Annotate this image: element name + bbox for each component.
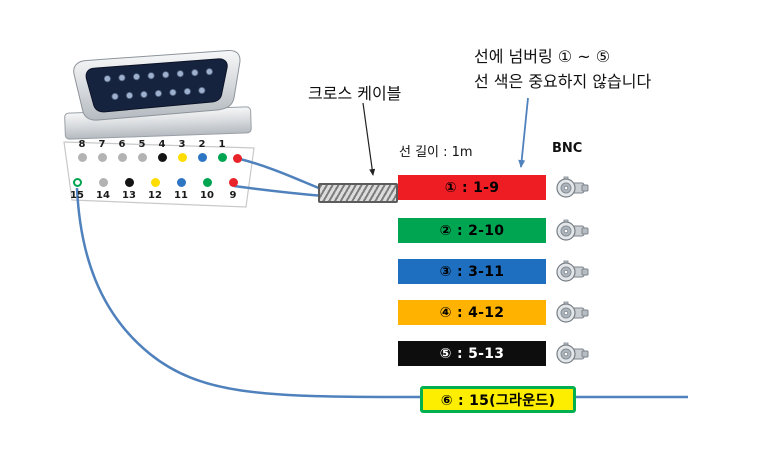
pin-number: 5: [138, 139, 146, 150]
numbering-note-line2: 선 색은 중요하지 않습니다: [474, 72, 652, 91]
bnc-connector-icon: [556, 219, 589, 241]
pin-dot: [117, 153, 127, 162]
pin-top-5: 5: [132, 139, 152, 162]
pin-number: 7: [98, 139, 106, 150]
pin-bottom-9: 9: [220, 178, 246, 201]
numbering-note-pointer-arrow: [518, 97, 529, 168]
pin-number: 9: [229, 190, 237, 201]
wire-bar-label: ③ : 3-11: [439, 263, 505, 280]
wire-line-ground-pin15: [75, 187, 688, 399]
pin-number: 14: [96, 190, 110, 201]
wire-bar-2: ② : 2-10: [398, 218, 546, 243]
bnc-connector-icon: [556, 260, 589, 282]
pin-top-6: 6: [112, 139, 132, 162]
wire-bar-label: ② : 2-10: [439, 222, 505, 239]
pin-dot: [197, 153, 207, 162]
pin-dot: [124, 178, 134, 187]
wire-bar-1: ① : 1-9: [398, 175, 546, 200]
pin-top-7: 7: [92, 139, 112, 162]
wire-bar-6-ground: ⑥ : 15(그라운드): [420, 386, 576, 413]
pin-dot: [97, 153, 107, 162]
wire-bar-5: ⑤ : 5-13: [398, 341, 546, 366]
pin-dot-ground: [72, 178, 82, 187]
pin-top-1: 1: [212, 139, 232, 162]
pin-edge-dot: [233, 154, 242, 163]
wire-bar-label: ④ : 4-12: [439, 304, 505, 321]
wire-bar-label: ⑥ : 15(그라운드): [440, 392, 556, 409]
pin-bottom-11: 11: [168, 178, 194, 201]
pin-dot: [150, 178, 160, 187]
pin-top-4: 4: [152, 139, 172, 162]
numbering-note: 선에 넘버링 ① ~ ⑤ 선 색은 중요하지 않습니다: [474, 44, 651, 94]
pin-dot: [202, 178, 212, 187]
pin-dot: [177, 153, 187, 162]
pin-top-8: 8: [72, 139, 92, 162]
pin-row-top: 8 7 6 5 4 3 2 1: [72, 139, 232, 162]
pin-number: 1: [218, 139, 226, 150]
pin-dot: [176, 178, 186, 187]
pin-number: 4: [158, 139, 166, 150]
pin-number: 13: [122, 190, 136, 201]
pin-number: 6: [118, 139, 126, 150]
bnc-connector-icon: [556, 176, 589, 198]
pin-bottom-14: 14: [90, 178, 116, 201]
wire-bar-3: ③ : 3-11: [398, 259, 546, 284]
bnc-connector-icon: [556, 301, 589, 323]
pin-top-3: 3: [172, 139, 192, 162]
pin-number: 12: [148, 190, 162, 201]
pin-number: 15: [70, 190, 84, 201]
pin-dot: [217, 153, 227, 162]
pin-dot: [157, 153, 167, 162]
pin-number: 2: [198, 139, 206, 150]
pin-dot: [228, 178, 238, 187]
cross-cable-label: 크로스 케이블: [308, 84, 402, 103]
pin-dot: [137, 153, 147, 162]
pin-dot: [98, 178, 108, 187]
pin-dot: [77, 153, 87, 162]
cross-cable-pointer-arrow: [362, 102, 376, 176]
pin-top-2: 2: [192, 139, 212, 162]
wire-line-pin9-to-cable: [233, 184, 325, 198]
pin-number: 8: [78, 139, 86, 150]
db15-connector-image: [64, 49, 252, 140]
connector-pin-holes: [103, 68, 213, 100]
wire-length-label: 선 길이 : 1m: [399, 145, 473, 160]
pin-bottom-13: 13: [116, 178, 142, 201]
pin-bottom-15: 15: [64, 178, 90, 201]
cross-cable-segment: [318, 183, 398, 203]
pin-number: 11: [174, 190, 188, 201]
pin-number: 10: [200, 190, 214, 201]
bnc-connector-icon: [556, 342, 589, 364]
wire-bar-4: ④ : 4-12: [398, 300, 546, 325]
wire-bar-label: ① : 1-9: [444, 179, 500, 196]
pin-bottom-12: 12: [142, 178, 168, 201]
wire-line-pin1-to-cable: [239, 157, 325, 192]
numbering-note-line1: 선에 넘버링 ① ~ ⑤: [474, 47, 611, 66]
pin-number: 3: [178, 139, 186, 150]
pin-bottom-10: 10: [194, 178, 220, 201]
wire-bar-label: ⑤ : 5-13: [439, 345, 505, 362]
bnc-label: BNC: [552, 141, 583, 156]
pin-row-bottom: 15 14 13 12 11 10 9: [64, 178, 246, 201]
